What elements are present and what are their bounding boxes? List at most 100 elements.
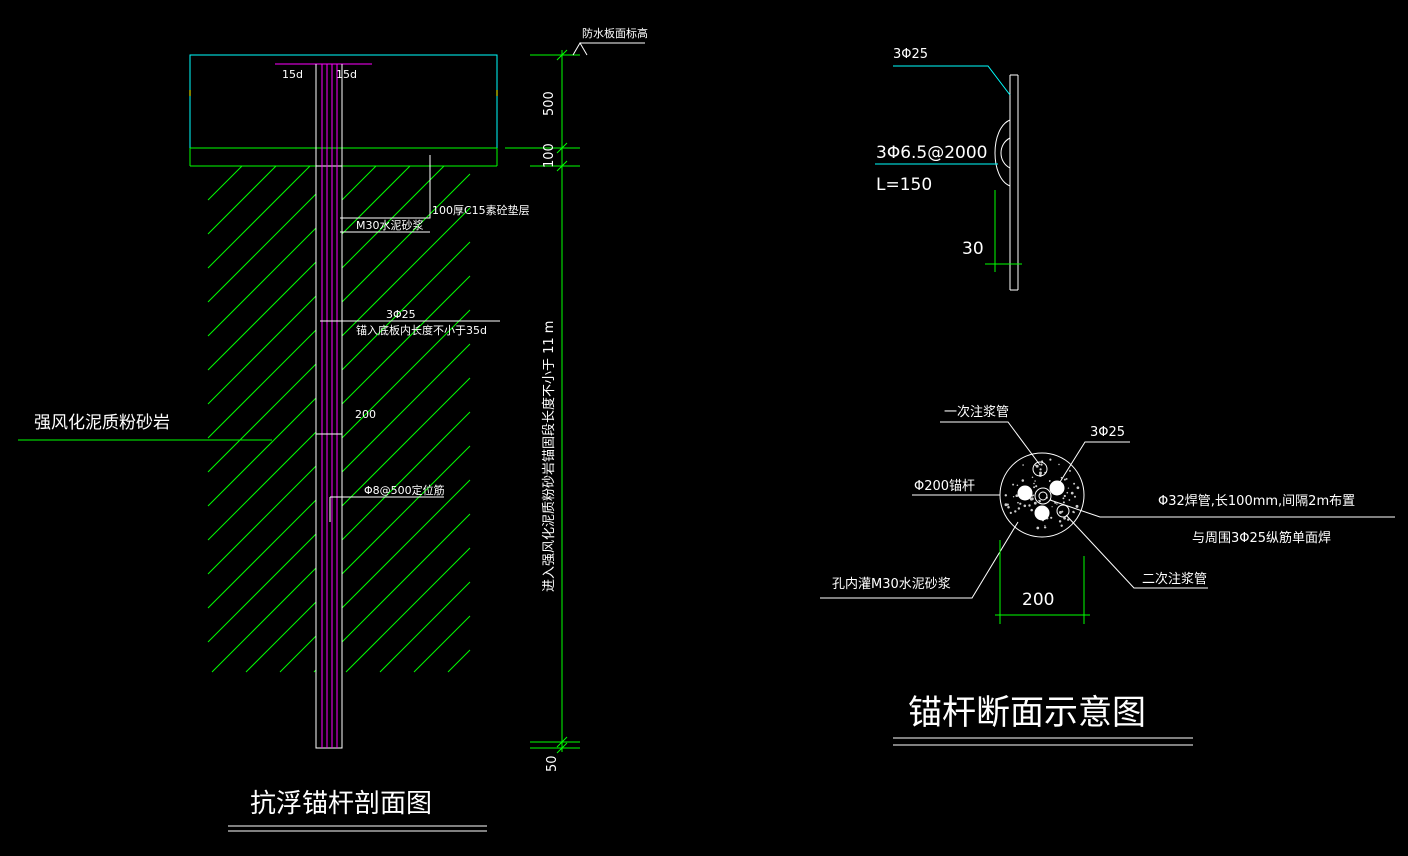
grout-dot xyxy=(1017,507,1021,510)
label-grout: 孔内灌M30水泥砂浆 xyxy=(832,576,951,592)
dim-100: 100 xyxy=(542,143,557,168)
leader-secondary-pipe xyxy=(1065,514,1208,589)
grout-dot xyxy=(1036,526,1040,530)
label-spacer: Φ8@500定位筋 xyxy=(364,483,445,497)
grout-dot xyxy=(1044,525,1046,527)
detail-dim-30: 30 xyxy=(962,239,984,259)
hatch-line-r-3 xyxy=(341,165,445,269)
hatch-line-l-7 xyxy=(207,295,317,405)
hatch-line-r-15 xyxy=(345,547,471,673)
detail-view: 3Φ25 3Φ6.5@2000 L=150 30 xyxy=(875,47,1022,291)
hatch-line-l-11 xyxy=(207,431,317,541)
grout-dot xyxy=(1038,499,1040,502)
label-rock: 强风化泥质粉砂岩 xyxy=(34,413,170,433)
grout-dot xyxy=(1004,494,1008,497)
grout-dot xyxy=(1062,501,1065,504)
grout-dot xyxy=(1066,491,1069,494)
grout-dot xyxy=(1075,504,1079,508)
hatch-line-l-4 xyxy=(207,193,317,303)
hatch-line-r-16 xyxy=(379,581,471,673)
dim-500: 500 xyxy=(542,91,557,116)
hatch-line-l-10 xyxy=(207,397,317,507)
leader-weld-pipe xyxy=(1049,499,1395,518)
dim-tick-3 xyxy=(556,160,568,172)
grout-dot xyxy=(1016,484,1019,486)
hatch-line-r-12 xyxy=(341,445,471,575)
hatch-line-l-1 xyxy=(207,165,243,201)
grout-dot xyxy=(1044,526,1047,529)
label-weld-note: 与周围3Φ25纵筋单面焊 xyxy=(1192,530,1331,546)
leader-grout xyxy=(820,521,1019,599)
grout-dot xyxy=(1039,468,1042,471)
label-weld-pipe: Φ32焊管,长100mm,间隔2m布置 xyxy=(1158,493,1355,509)
secondary-pipe xyxy=(1056,504,1070,518)
grout-dot xyxy=(1012,496,1015,498)
hatch-line-r-8 xyxy=(341,309,471,439)
label-floor-elev: 防水板面标高 xyxy=(582,26,648,40)
hatch-line-r-17 xyxy=(413,615,471,673)
cross-section-view: 一次注浆管 3Φ25 Φ200锚杆 Φ32焊管,长100mm,间隔2m布置 与周… xyxy=(820,404,1395,746)
rebar-3 xyxy=(1034,505,1050,521)
leader-detail-rebar xyxy=(893,65,1011,96)
hatch-line-l-8 xyxy=(207,329,317,439)
grout-dot xyxy=(1014,510,1017,513)
grout-dot xyxy=(1051,506,1053,508)
grout-dot xyxy=(1060,524,1063,527)
hatch-line-l-9 xyxy=(207,363,317,473)
label-15d-right: 15d xyxy=(336,68,357,81)
detail-label-tie: 3Φ6.5@2000 xyxy=(876,143,988,163)
grout-dot xyxy=(1067,518,1070,521)
leader-primary-pipe xyxy=(940,421,1041,466)
label-primary-pipe: 一次注浆管 xyxy=(944,404,1009,420)
leader-cushion xyxy=(340,155,431,219)
rebar-2 xyxy=(1049,480,1065,496)
label-15d-left: 15d xyxy=(282,68,303,81)
grout-dot xyxy=(1073,511,1075,514)
grout-dot xyxy=(1058,463,1060,466)
hatch-line-l-16 xyxy=(245,601,317,673)
grout-dot xyxy=(1015,494,1019,498)
grout-dot xyxy=(1031,476,1034,478)
leader-cs-rebar xyxy=(1059,441,1130,483)
grout-dot xyxy=(1035,464,1039,468)
grout-dot xyxy=(1012,483,1015,486)
grout-dot xyxy=(1017,501,1019,504)
grout-dot xyxy=(1063,478,1066,481)
grout-dot xyxy=(1050,516,1053,519)
hatch-line-l-17 xyxy=(279,635,317,673)
hatch-line-r-6 xyxy=(341,241,471,371)
detail-label-rebar: 3Φ25 xyxy=(893,47,928,62)
grout-dot xyxy=(1063,494,1066,498)
dim-tick-1 xyxy=(556,49,568,61)
anchor-circle xyxy=(999,452,1085,538)
dim-length: 进入强风化泥质粉砂岩锚固段长度不小于 11 m xyxy=(541,321,557,592)
detail-tie-arc-inner xyxy=(1000,137,1011,169)
hatch-line-r-9 xyxy=(341,343,471,473)
hatch-line-r-4 xyxy=(341,173,471,303)
grout-dot xyxy=(1023,504,1027,508)
hatch-line-l-3 xyxy=(207,165,311,269)
label-cushion: 100厚C15素砼垫层 xyxy=(432,203,530,217)
grout-dot xyxy=(1058,510,1062,514)
hatch-line-l-14 xyxy=(207,533,317,643)
hatch-line-r-7 xyxy=(341,275,471,405)
center-pipe-outer xyxy=(1034,487,1052,505)
hatch-line-r-5 xyxy=(341,207,471,337)
rebar-1 xyxy=(1017,485,1033,501)
cs-title: 锚杆断面示意图 xyxy=(908,693,1146,733)
dim-tick-5 xyxy=(556,742,568,754)
grout-dot xyxy=(1009,511,1012,515)
primary-pipe xyxy=(1032,461,1048,477)
elevation-mark xyxy=(572,42,588,56)
grout-dot xyxy=(1048,479,1051,482)
grout-dot xyxy=(1076,486,1080,490)
grout-dot xyxy=(1030,497,1034,501)
grout-dot xyxy=(1033,482,1035,485)
grout-dot xyxy=(1056,503,1058,505)
soil-hatch xyxy=(207,165,471,673)
hatch-line-l-12 xyxy=(207,465,317,575)
grout-dot xyxy=(1033,486,1036,489)
grout-dot xyxy=(1004,503,1008,507)
hatch-line-r-10 xyxy=(341,377,471,507)
